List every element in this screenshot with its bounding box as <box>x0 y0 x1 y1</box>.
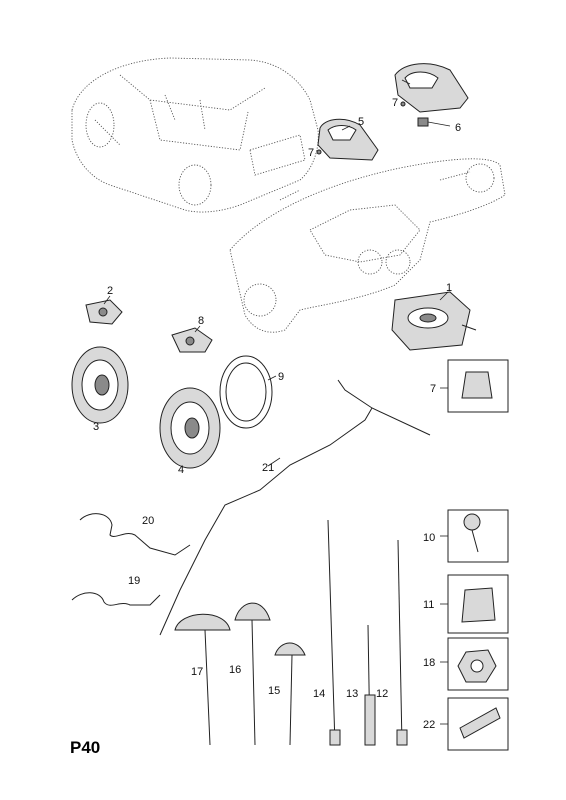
callout-20: 20 <box>142 515 154 527</box>
speaker-4 <box>159 387 221 469</box>
callout-16: 16 <box>229 664 241 676</box>
part-box-7 <box>440 359 509 413</box>
tweeter-2 <box>85 299 123 325</box>
part-box-18 <box>440 637 509 691</box>
callout-2: 2 <box>107 285 113 297</box>
harness-19 <box>71 592 161 606</box>
callout-3: 3 <box>93 421 99 433</box>
callout-1: 1 <box>446 282 452 294</box>
vehicle-illustration <box>71 57 319 213</box>
callout-17: 17 <box>191 666 203 678</box>
antenna-rod-13 <box>364 624 376 746</box>
speaker-ring-9 <box>219 355 273 429</box>
dashboard-illustration <box>229 158 506 333</box>
trim-cover-right <box>394 63 469 113</box>
antenna-base-17 <box>174 613 231 746</box>
center-speaker-1 <box>391 291 477 351</box>
tweeter-8 <box>171 327 213 353</box>
part-box-11 <box>440 574 509 634</box>
callout-11: 11 <box>423 599 434 611</box>
speaker-3 <box>71 346 129 424</box>
callout-13: 13 <box>346 688 358 700</box>
antenna-rod-12 <box>396 539 408 746</box>
antenna-base-16 <box>234 602 271 746</box>
callout-labels: 1 2 3 4 5 6 7 7 7 8 9 10 11 12 13 14 15 … <box>93 97 461 731</box>
callout-12: 12 <box>376 688 388 700</box>
callout-10: 10 <box>423 532 435 544</box>
callout-4: 4 <box>178 464 184 476</box>
harness-20 <box>79 513 191 556</box>
callout-21: 21 <box>262 462 274 474</box>
callout-18: 18 <box>423 657 435 669</box>
part-box-10 <box>440 509 509 563</box>
antenna-base-15 <box>274 642 306 746</box>
callout-15: 15 <box>268 685 280 697</box>
trim-cover-left <box>317 118 379 161</box>
callout-5: 5 <box>358 116 364 128</box>
callout-7b: 7 <box>308 147 314 159</box>
leader-lines <box>103 79 449 467</box>
page-code: P40 <box>70 738 100 757</box>
callout-14: 14 <box>313 688 325 700</box>
callout-9: 9 <box>278 371 284 383</box>
part-box-22 <box>440 697 509 751</box>
antenna-cable-21 <box>159 379 431 636</box>
callout-8: 8 <box>198 315 204 327</box>
callout-6: 6 <box>455 122 461 134</box>
callout-7a: 7 <box>392 97 398 109</box>
callout-7c: 7 <box>430 383 436 395</box>
callout-22: 22 <box>423 719 435 731</box>
clip-6 <box>417 117 451 127</box>
antenna-rod-14 <box>327 519 341 746</box>
callout-19: 19 <box>128 575 140 587</box>
